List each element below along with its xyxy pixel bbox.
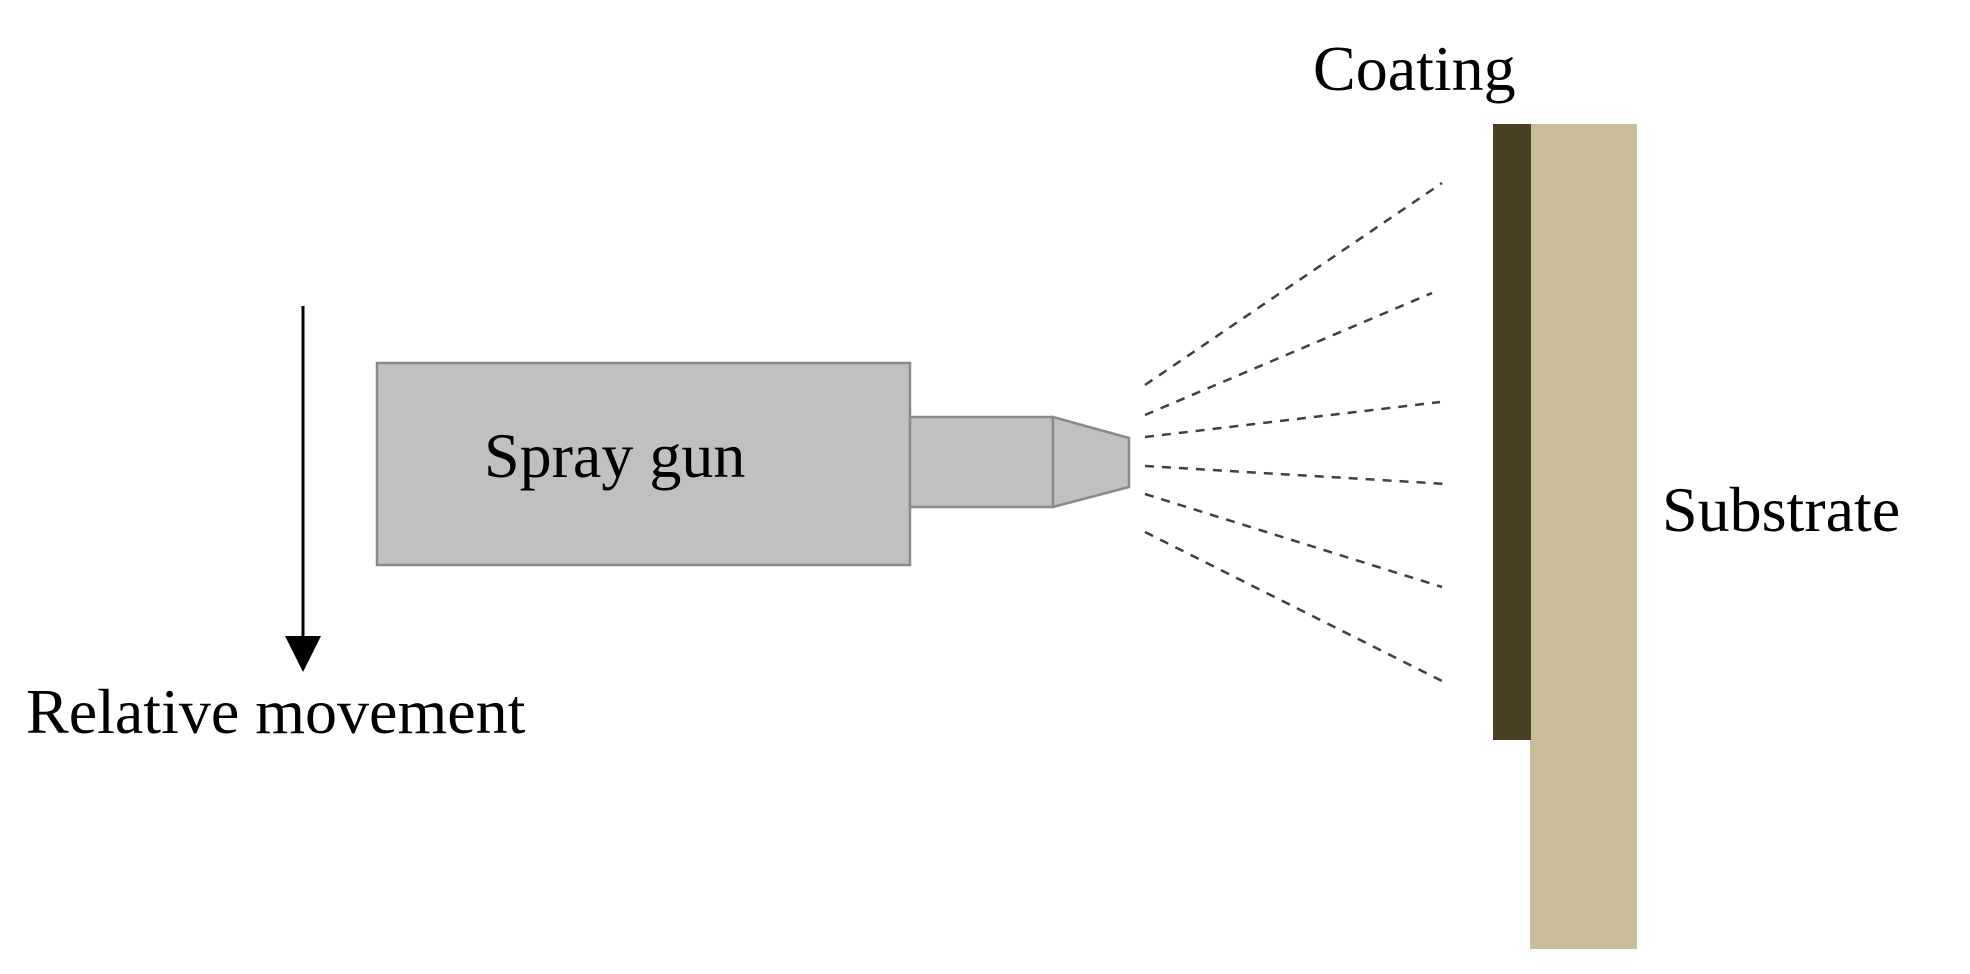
spray-gun-nozzle: [1051, 415, 1131, 509]
spray-line: [1144, 291, 1433, 417]
relative-movement-arrow: [285, 306, 321, 672]
spray-line: [1144, 492, 1443, 589]
relative-movement-label: Relative movement: [26, 676, 526, 747]
coating-label: Coating: [1313, 33, 1516, 104]
spray-line: [1144, 464, 1448, 486]
arrow-head: [285, 636, 321, 672]
spray-line: [1144, 530, 1443, 683]
spray-gun-body: [375, 361, 912, 567]
substrate-label: Substrate: [1662, 474, 1900, 545]
spray-cone: [1144, 181, 1448, 683]
spray-line: [1144, 400, 1441, 439]
spray-gun-barrel: [908, 415, 1055, 509]
coating-layer: [1493, 124, 1531, 740]
substrate-block: [1530, 124, 1637, 949]
spray-gun-label: Spray gun: [484, 420, 745, 491]
spray-gun: [375, 361, 1131, 567]
spray-line: [1144, 181, 1443, 387]
